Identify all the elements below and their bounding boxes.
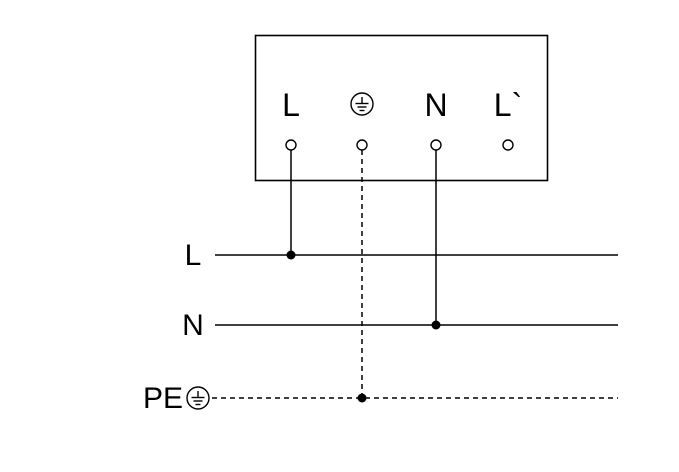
terminal-label-n: N <box>424 87 447 123</box>
supply-line-label-n: N <box>182 309 204 342</box>
terminal-label-l: L <box>282 87 300 123</box>
junction-dot-pe <box>357 393 367 403</box>
terminal-earth-icon <box>350 92 374 116</box>
terminal-hole-l-switched <box>502 139 514 151</box>
terminal-hole-l <box>285 139 297 151</box>
junction-dot-n <box>431 320 441 330</box>
junction-dot-l <box>286 250 296 260</box>
supply-line-label-l: L <box>185 239 202 272</box>
terminal-label-l-switched: L` <box>494 87 522 123</box>
pe-earth-icon <box>186 386 210 410</box>
terminal-hole-earth <box>356 139 368 151</box>
terminal-hole-n <box>430 139 442 151</box>
device-terminal-box <box>254 34 549 182</box>
supply-line-label-pe: PE <box>143 382 183 415</box>
